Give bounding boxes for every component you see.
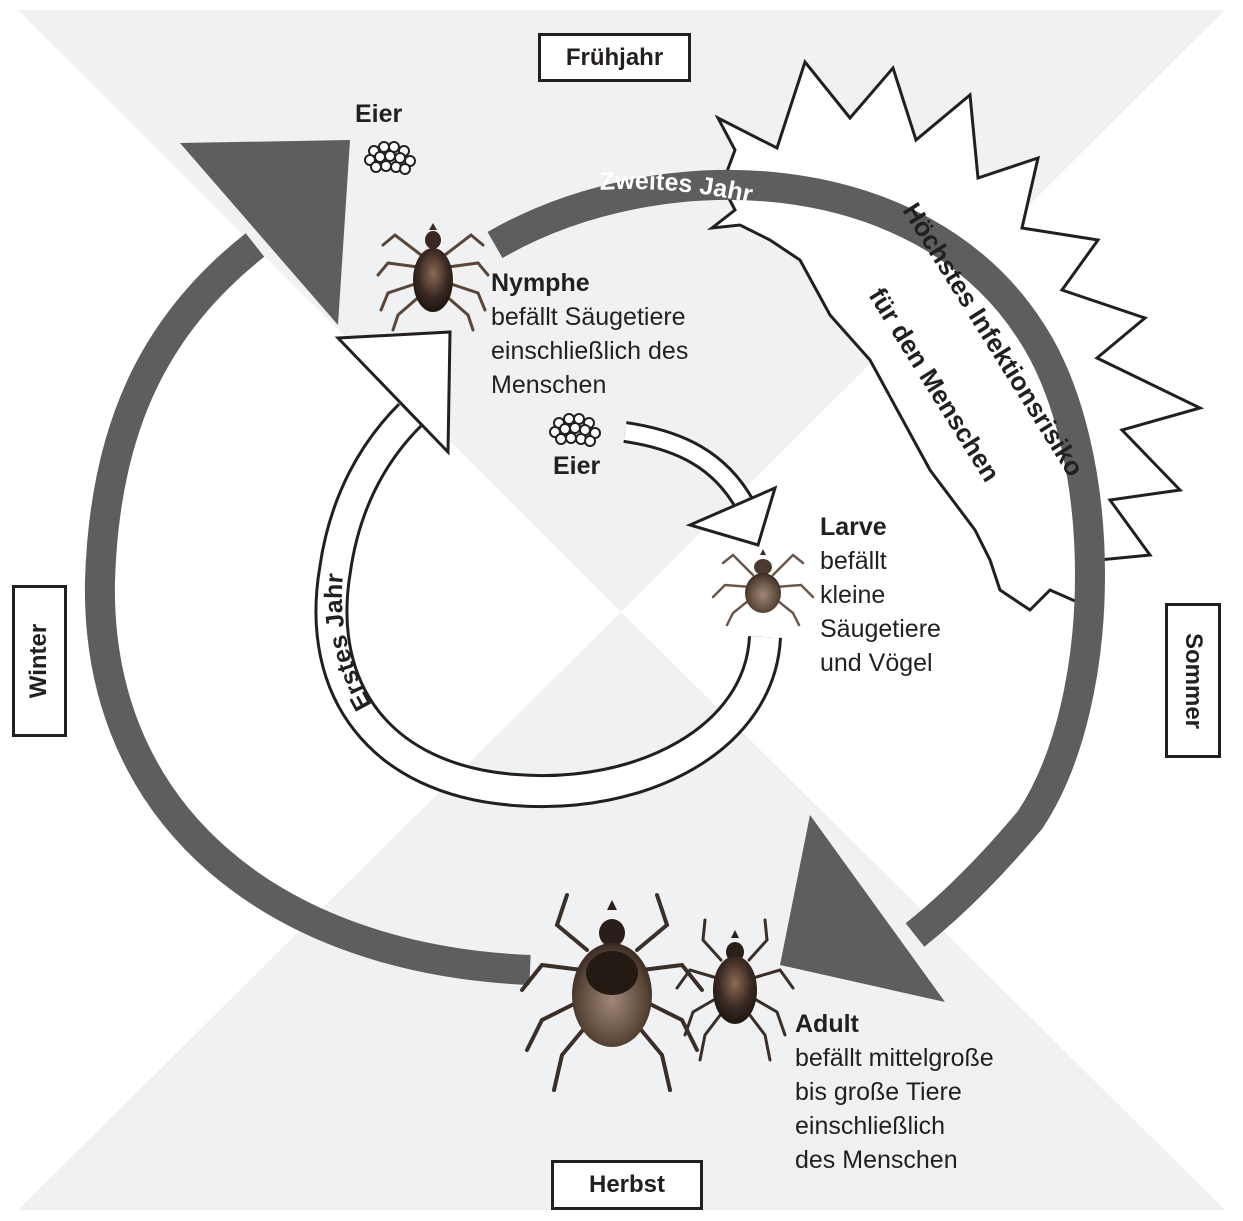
larva-line-3: Säugetiere: [820, 615, 941, 643]
adult-title: Adult: [795, 1010, 859, 1038]
second-year-arrowhead: [780, 815, 945, 1002]
winter-arrow: [84, 233, 531, 985]
first-year-arrowhead: [334, 330, 452, 456]
nymph-description: Nymphe befällt Säugetiere einschließlich…: [491, 266, 688, 402]
second-year-arrow-outer: [487, 169, 1105, 947]
adult-line-2: bis große Tiere: [795, 1078, 962, 1106]
eggs-to-larva-arrowhead: [685, 485, 778, 547]
adult-male-tick-image: [675, 918, 795, 1062]
eggs-top-label: Eier: [355, 100, 403, 128]
adult-line-3: einschließlich: [795, 1112, 946, 1140]
eggs-to-larva-arrow-fill: [623, 424, 752, 510]
season-summer-box: Sommer: [1165, 603, 1221, 758]
larva-line-4: und Vögel: [820, 649, 933, 677]
season-autumn-label: Herbst: [588, 1171, 666, 1198]
nymph-line-1: befällt Säugetiere: [491, 303, 686, 331]
nymph-line-2: einschließlich des: [491, 337, 689, 365]
adult-description: Adult befällt mittelgroße bis große Tier…: [795, 1007, 994, 1177]
larva-title: Larve: [820, 513, 887, 541]
larva-line-2: kleine: [820, 581, 886, 609]
larva-description: Larve befällt kleine Säugetiere und Vöge…: [820, 510, 941, 680]
adult-line-1: befällt mittelgroße: [795, 1044, 994, 1072]
season-winter-box: Winter: [12, 585, 67, 737]
adult-line-4: des Menschen: [795, 1146, 958, 1174]
egg-cluster-top: [364, 141, 416, 175]
season-spring-label: Frühjahr: [565, 43, 664, 71]
season-autumn-box: Herbst: [551, 1160, 703, 1210]
nymph-line-3: Menschen: [491, 371, 607, 399]
nymph-tick-image: [376, 223, 490, 332]
season-winter-label: Winter: [25, 623, 53, 699]
eggs-middle-label: Eier: [553, 452, 601, 480]
winter-arrowhead: [180, 140, 350, 325]
nymph-title: Nymphe: [491, 269, 590, 297]
adult-female-tick-image: [520, 893, 704, 1092]
larva-tick-image: [711, 549, 815, 627]
egg-cluster-middle: [549, 413, 601, 447]
season-summer-label: Sommer: [1180, 632, 1208, 729]
background-bottom-triangle: [18, 612, 1225, 1210]
first-year-arrow-fill: [317, 405, 779, 805]
larva-line-1: befällt: [820, 547, 887, 575]
season-spring-box: Frühjahr: [538, 33, 691, 82]
